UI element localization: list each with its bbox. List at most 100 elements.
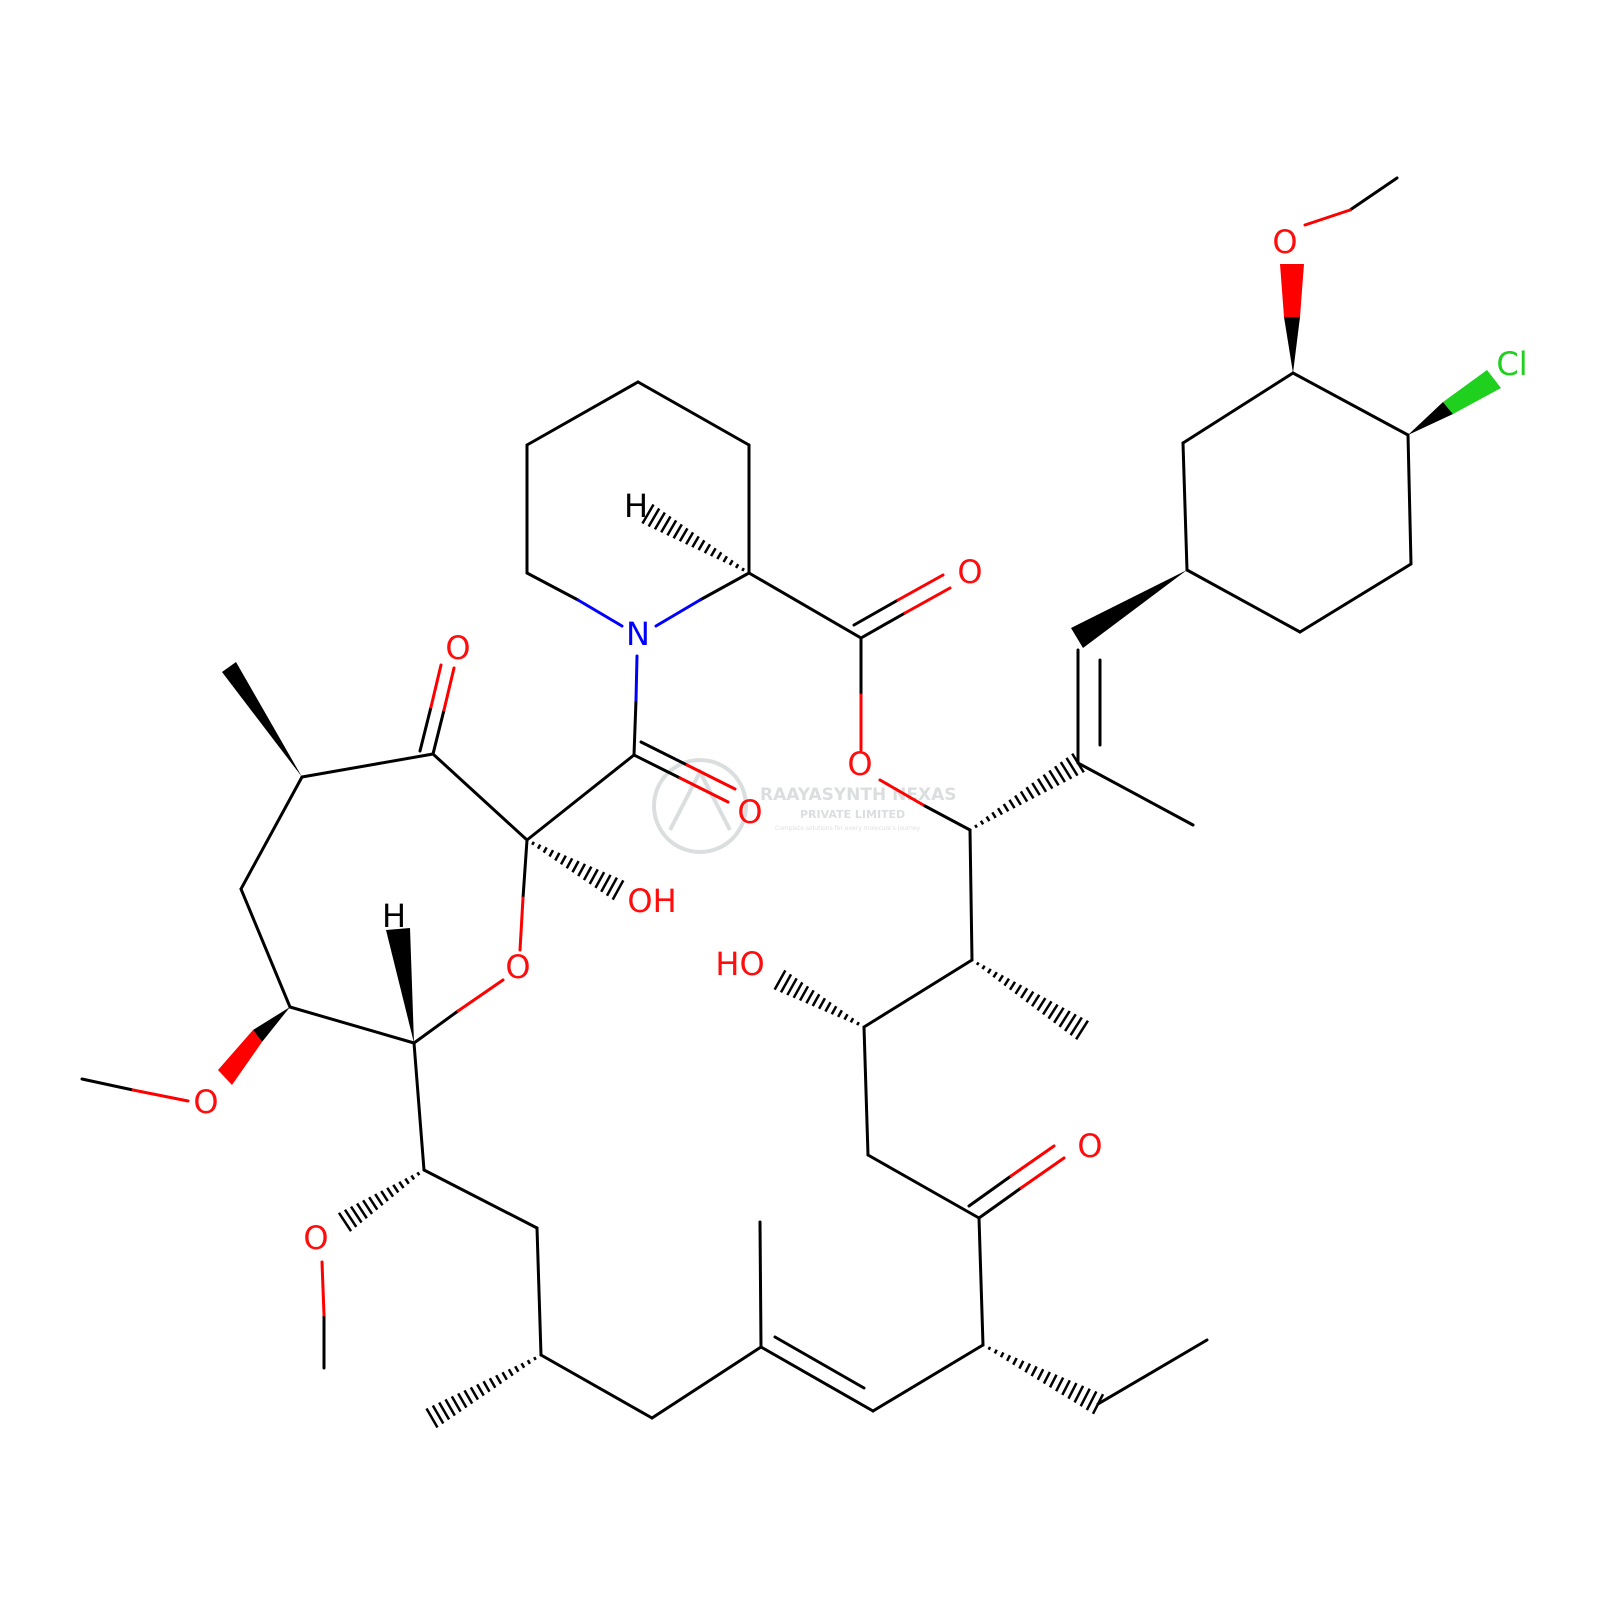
hashed-bond-stroke-0-14	[660, 515, 672, 534]
hashed-bond-stroke-6-8	[488, 1377, 497, 1389]
watermark-emblem-icon	[652, 758, 748, 854]
hashed-bond-stroke-6-17	[431, 1404, 445, 1425]
hashed-bond-stroke-5-16	[1079, 1388, 1091, 1407]
hashed-bond-stroke-2-17	[1064, 1013, 1077, 1032]
hashed-bond-stroke-1-17	[1065, 757, 1079, 777]
hashed-bond-stroke-4-7	[565, 857, 574, 869]
hashed-bond-stroke-2-9	[1019, 987, 1029, 999]
hashed-bond-stroke-2-5	[997, 974, 1004, 983]
atom-h-ring: H	[382, 897, 406, 935]
hashed-bond-stroke-0-5	[716, 551, 723, 560]
hashed-bond-stroke-0-15	[653, 511, 666, 531]
hashed-bond-stroke-0-6	[709, 547, 717, 557]
hashed-bond-stroke-1-15	[1054, 765, 1066, 783]
hashed-bond-stroke-0-8	[697, 539, 706, 551]
atom-h-piperidine: H	[624, 487, 648, 525]
hashed-bond-stroke-7-5	[392, 1184, 400, 1194]
hashed-bond-stroke-0-16	[647, 507, 661, 528]
hashed-bond-stroke-7-6	[386, 1187, 395, 1198]
hashed-bond-stroke-2-1	[975, 961, 980, 966]
hashed-bond-stroke-0-9	[691, 535, 700, 548]
hashed-bond-stroke-3-12	[786, 977, 798, 996]
hashed-bond-stroke-5-17	[1085, 1390, 1098, 1411]
hashed-bond-stroke-7-12	[349, 1205, 363, 1224]
atom-oh-hemiketal: OH	[627, 882, 676, 920]
hashed-bond-stroke-2-15	[1053, 1007, 1065, 1024]
hashed-bond-stroke-2-18	[1069, 1016, 1083, 1036]
hashed-bond-stroke-6-15	[444, 1398, 456, 1417]
hashed-bond-stroke-1-5	[996, 807, 1004, 816]
heteroatom-bonds	[131, 208, 1352, 1317]
hashed-bond-stroke-3-11	[792, 981, 804, 999]
hashed-bond-stroke-5-3	[999, 1351, 1005, 1358]
hashed-bond-stroke-4-6	[559, 855, 567, 865]
hashed-bond-stroke-6-14	[450, 1395, 462, 1413]
hashed-bond-stroke-7-2	[410, 1174, 416, 1181]
hashed-bond-stroke-5-15	[1073, 1385, 1085, 1404]
hashed-bond-stroke-2-16	[1058, 1010, 1071, 1028]
bonds	[80, 176, 1413, 1420]
hashed-bond-stroke-1-8	[1014, 794, 1022, 806]
hashed-bond-stroke-4-14	[605, 877, 619, 897]
hashed-bond-stroke-4-4	[548, 849, 555, 858]
hashed-bond-stroke-0-10	[685, 531, 695, 545]
hashed-bond-stroke-1-10	[1025, 786, 1035, 800]
atom-o-ester: O	[847, 745, 872, 783]
hashed-bond-stroke-5-4	[1005, 1354, 1012, 1362]
hashed-bond-stroke-0-3	[728, 559, 734, 566]
hashed-bond-stroke-7-4	[398, 1180, 405, 1189]
hashed-bond-stroke-2-8	[1014, 984, 1023, 995]
atom-o-methoxy-bottom: O	[303, 1219, 328, 1257]
atom-labels: O Cl H O N O O O OH H O HO O O O	[193, 223, 1527, 1257]
hashed-bond-stroke-2-2	[981, 964, 986, 970]
atom-o-ketone-right: O	[1077, 1127, 1102, 1165]
hashed-bond-stroke-2-3	[986, 968, 992, 974]
wedge-bonds	[218, 264, 1501, 1085]
hashed-bond-stroke-6-10	[476, 1383, 485, 1397]
hashed-bonds	[337, 503, 1105, 1429]
hashed-bond-stroke-6-6	[501, 1371, 508, 1381]
hashed-bond-stroke-4-1	[531, 841, 535, 846]
hashed-bond-stroke-4-10	[582, 866, 593, 881]
watermark-name: RAAYASYNTH NEXAS	[760, 785, 957, 805]
hashed-bond-stroke-5-18	[1091, 1393, 1105, 1415]
hashed-bond-stroke-6-1	[533, 1356, 537, 1361]
hashed-bond-stroke-3-1	[856, 1021, 860, 1026]
hashed-bond-stroke-0-12	[672, 523, 683, 539]
hashed-bond-stroke-7-1	[416, 1171, 421, 1176]
hashed-bond-stroke-7-8	[374, 1193, 384, 1207]
hashed-bond-stroke-6-7	[495, 1374, 503, 1385]
hashed-bond-stroke-1-4	[991, 811, 997, 819]
atom-o-methoxy-left: O	[193, 1083, 218, 1121]
watermark-logo: RAAYASYNTH NEXAS PRIVATE LIMITED Complet…	[652, 758, 957, 854]
hashed-bond-stroke-4-8	[571, 860, 580, 873]
hashed-bond-stroke-3-3	[843, 1013, 849, 1021]
hashed-bond-stroke-3-8	[811, 993, 821, 1007]
hashed-bond-stroke-1-6	[1002, 803, 1010, 813]
hashed-bond-stroke-5-11	[1048, 1374, 1058, 1388]
hashed-bond-stroke-3-10	[798, 985, 810, 1002]
hashed-bond-stroke-5-10	[1042, 1371, 1051, 1385]
hashed-bond-stroke-6-13	[457, 1392, 468, 1409]
hashed-bond-stroke-2-6	[1003, 977, 1011, 987]
hashed-bond-stroke-5-9	[1036, 1368, 1045, 1381]
hashed-bond-stroke-2-14	[1047, 1003, 1059, 1020]
hashed-bond-stroke-3-5	[830, 1005, 838, 1015]
hashed-bond-stroke-4-9	[577, 863, 587, 877]
hashed-bond-stroke-4-11	[588, 868, 599, 885]
hashed-bond-stroke-1-11	[1031, 782, 1041, 796]
hashed-bond-stroke-3-7	[817, 997, 827, 1010]
hashed-bond-stroke-5-1	[987, 1346, 992, 1351]
hashed-bond-stroke-7-9	[368, 1196, 379, 1211]
hashed-bond-stroke-4-5	[554, 852, 561, 862]
hashed-bond-stroke-2-11	[1030, 994, 1041, 1007]
hashed-bond-stroke-0-17	[641, 503, 655, 525]
hashed-bond-stroke-6-18	[425, 1407, 439, 1429]
hashed-bond-stroke-3-4	[837, 1009, 843, 1018]
hashed-bond-stroke-1-7	[1008, 799, 1016, 809]
hashed-bond-stroke-5-12	[1055, 1376, 1065, 1392]
watermark-sub: PRIVATE LIMITED	[800, 808, 905, 821]
watermark-tagline: Complete solutions for every molecule's …	[775, 825, 921, 832]
hashed-bond-stroke-4-2	[536, 844, 542, 850]
hashed-bond-stroke-2-4	[992, 971, 998, 979]
